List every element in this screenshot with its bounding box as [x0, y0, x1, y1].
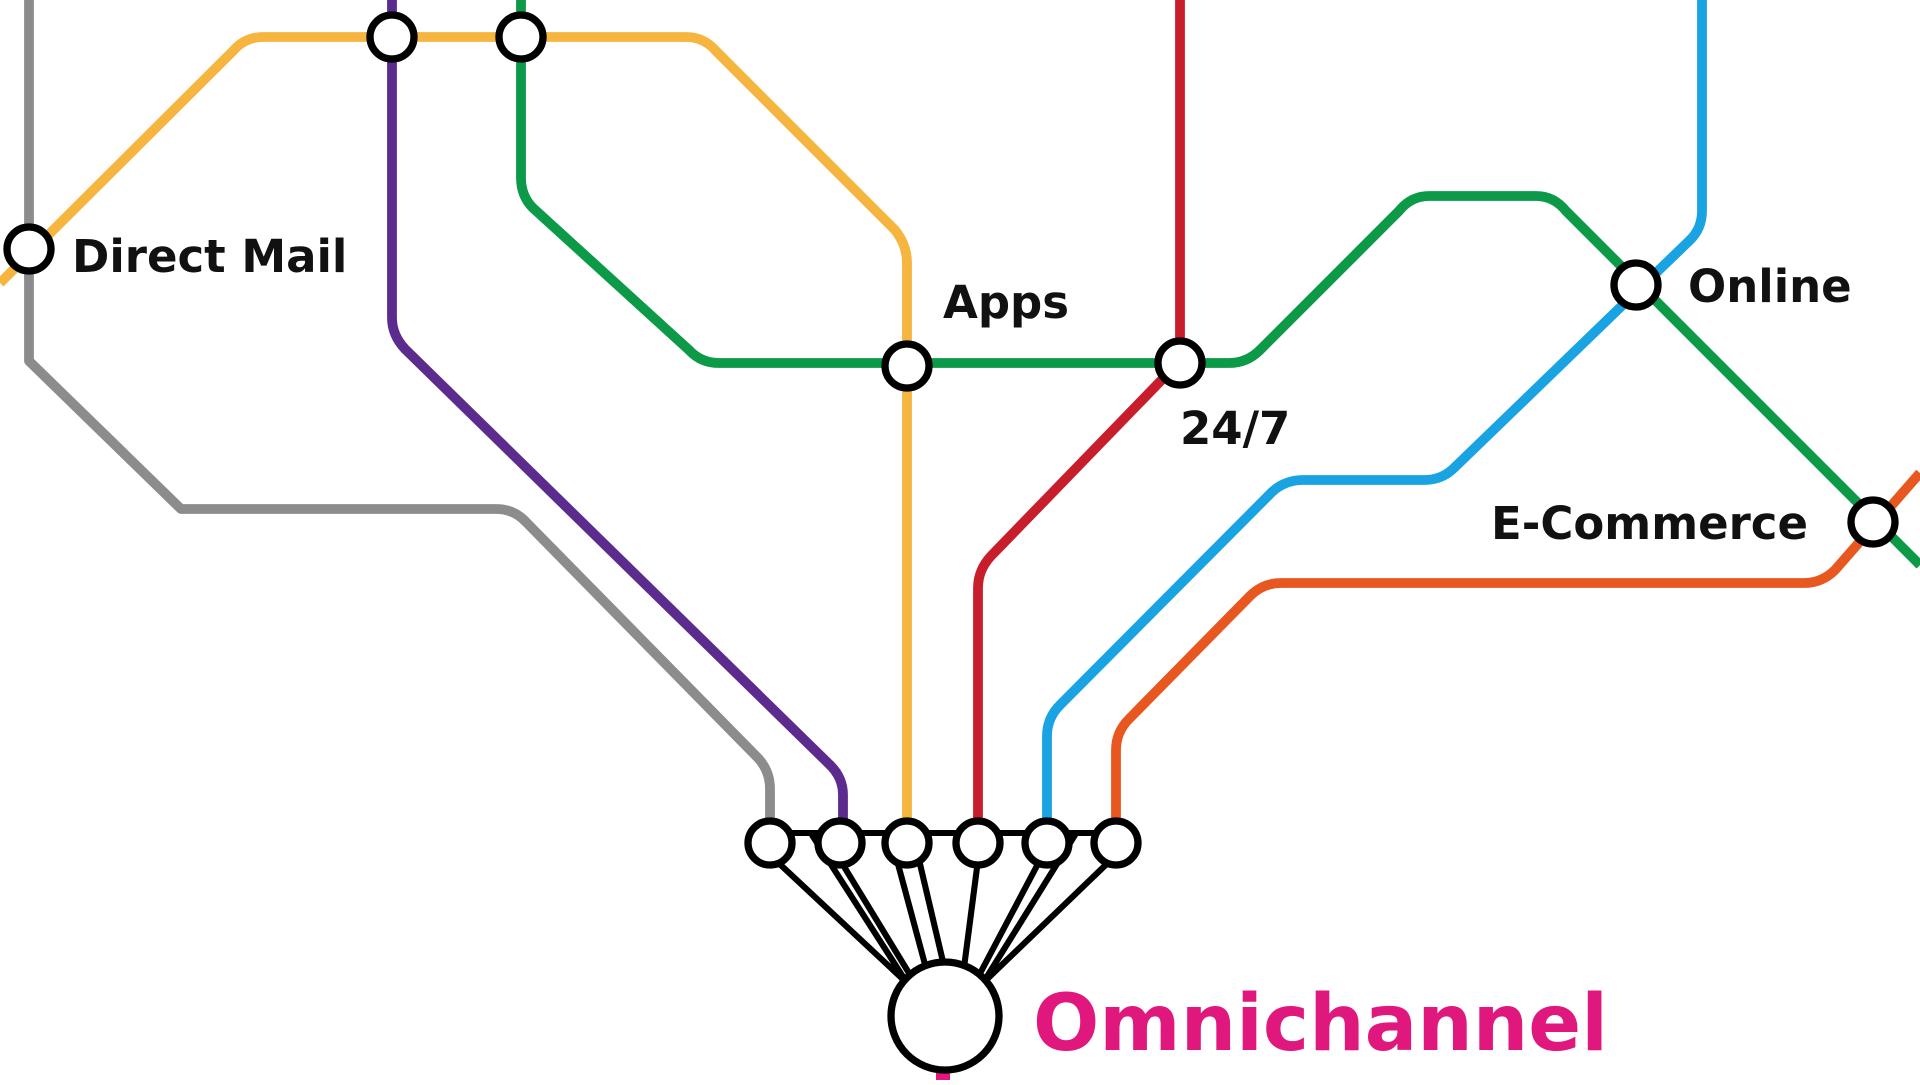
gray-route-line: [24, 0, 775, 833]
station-direct-mail[interactable]: [3, 223, 55, 275]
label-direct-mail: Direct Mail: [72, 230, 347, 283]
omnichannel-hub-stops: [744, 817, 1142, 869]
station-yellow-green-interchange[interactable]: [495, 11, 547, 63]
blue-route-line: [1042, 0, 1707, 833]
hub-stop-orange[interactable]: [1090, 817, 1142, 869]
label-online: Online: [1688, 260, 1852, 313]
station-apps[interactable]: [881, 340, 933, 392]
red-route-line: [973, 0, 1185, 833]
hub-stop-blue[interactable]: [1021, 817, 1073, 869]
omnichannel-connector-fan: [766, 829, 1120, 987]
station-e-commerce[interactable]: [1847, 496, 1899, 548]
station-yellow-purple-interchange[interactable]: [366, 11, 418, 63]
purple-route-line: [387, 0, 848, 833]
yellow-route-line: [0, 32, 912, 843]
station-online[interactable]: [1610, 259, 1662, 311]
station-24-7[interactable]: [1154, 337, 1206, 389]
label-e-commerce: E-Commerce: [1491, 497, 1808, 550]
hub-stop-red[interactable]: [952, 817, 1004, 869]
orange-route-line: [1111, 469, 1920, 833]
label-apps: Apps: [943, 276, 1069, 329]
label-24-7: 24/7: [1180, 402, 1290, 455]
hub-stop-purple[interactable]: [814, 817, 866, 869]
green-route-line: [516, 0, 1920, 569]
hub-stop-yellow[interactable]: [881, 817, 933, 869]
hub-stop-gray[interactable]: [744, 817, 796, 869]
station-omnichannel-hub[interactable]: [887, 958, 1003, 1074]
label-omnichannel: Omnichannel: [1033, 979, 1608, 1069]
